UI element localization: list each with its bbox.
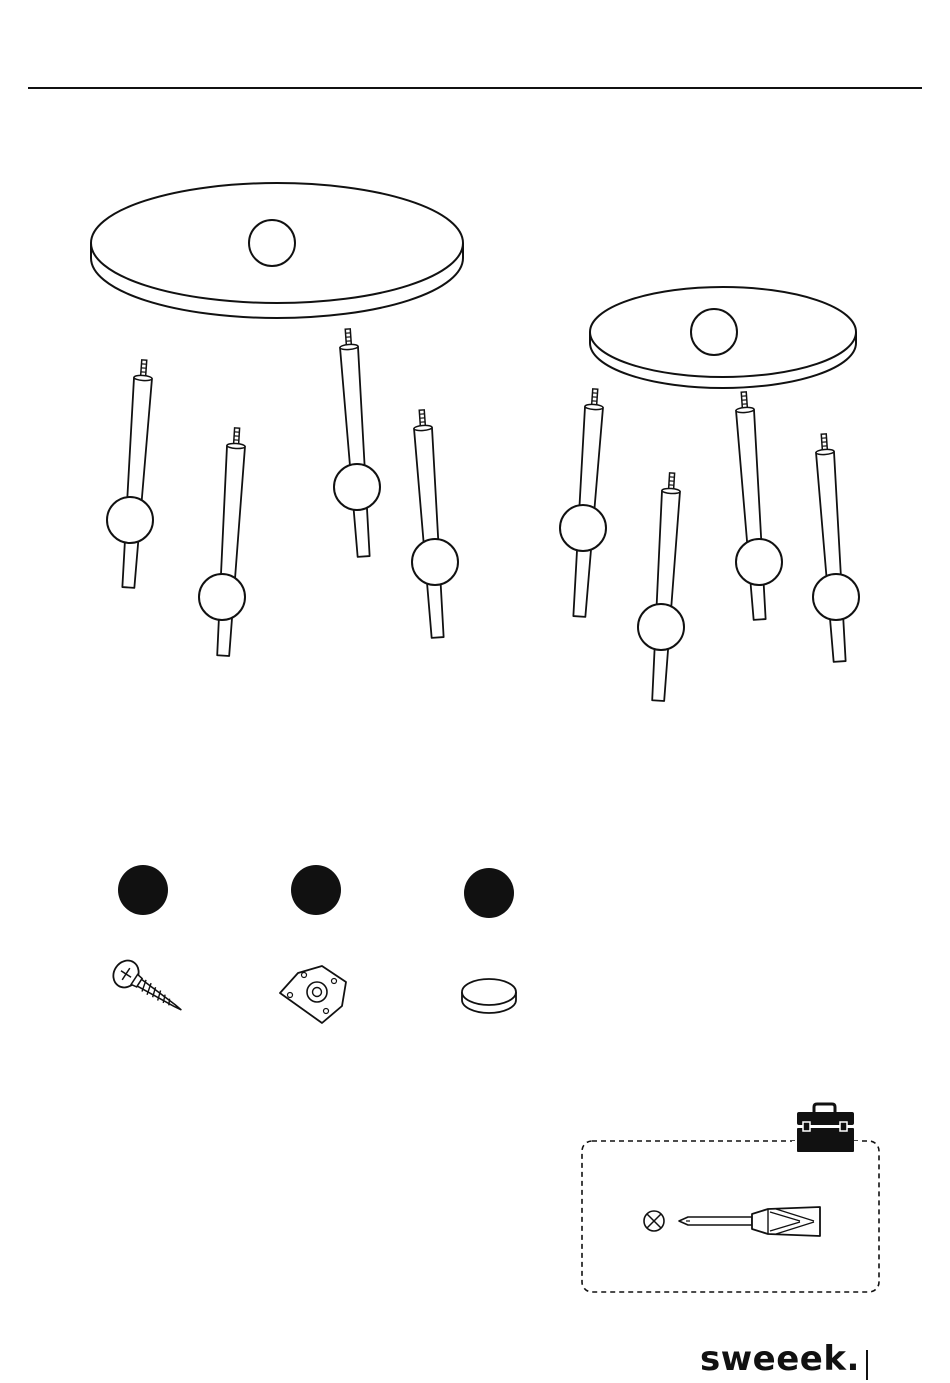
leg (413, 409, 447, 638)
hardware-label-circle (464, 868, 514, 918)
leg (815, 433, 849, 662)
hardware-labels (118, 865, 514, 918)
part-label-circle (334, 464, 380, 510)
leg (649, 472, 681, 701)
part-label-circle (736, 539, 782, 585)
part-label-circle (249, 220, 295, 266)
part-label-circle (813, 574, 859, 620)
part-label-circle (638, 604, 684, 650)
leg (570, 388, 604, 617)
part-label-circle (560, 505, 606, 551)
small-tabletop (590, 287, 856, 388)
leg (119, 359, 153, 588)
leg (339, 328, 373, 557)
phillips-head-icon (644, 1211, 664, 1231)
hardware-label-circle (291, 865, 341, 915)
felt-pad-icon (462, 979, 516, 1013)
mounting-plate-icon (280, 966, 346, 1023)
hardware-label-circle (118, 865, 168, 915)
part-label-circle (691, 309, 737, 355)
leg (214, 427, 246, 656)
large-table-legs (107, 328, 458, 656)
leg (735, 391, 769, 620)
phillips-screwdriver-icon (679, 1207, 820, 1236)
small-table-legs (560, 388, 859, 701)
part-label-circle (199, 574, 245, 620)
screw-icon (108, 956, 189, 1022)
large-tabletop (91, 183, 463, 318)
toolbox-icon (792, 1104, 860, 1165)
part-label-circle (412, 539, 458, 585)
part-label-circle (107, 497, 153, 543)
brand-divider (866, 1350, 868, 1380)
brand-logo: sweeek. (700, 1342, 860, 1376)
